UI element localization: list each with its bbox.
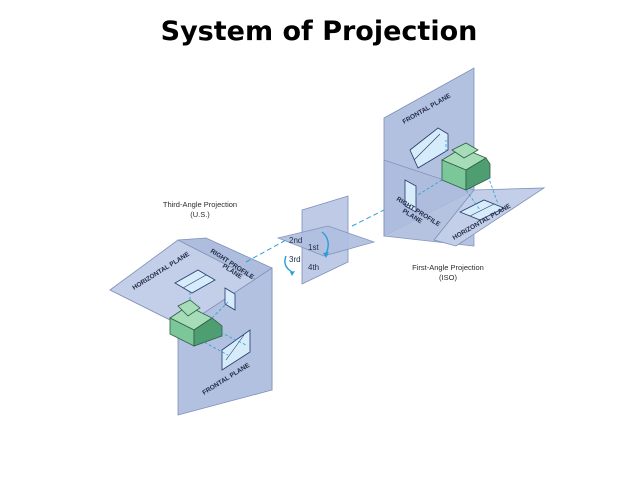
quadrant-left-arrow — [284, 255, 293, 273]
quadrant-2nd-label: 2nd — [289, 236, 302, 245]
first-angle-front-view — [409, 127, 449, 169]
third-angle-projectors — [189, 290, 247, 356]
first-angle-subheading: (ISO) — [439, 273, 457, 282]
third-angle-heading: Third-Angle Projection — [163, 200, 237, 209]
slide-title: System of Projection — [160, 16, 478, 47]
first-angle-object — [441, 142, 491, 191]
first-angle-horizontal-plane — [433, 187, 546, 247]
third-angle-object — [169, 299, 223, 347]
quadrant-1st-label: 1st — [308, 243, 319, 252]
first-angle-heading: First-Angle Projection — [412, 263, 484, 272]
first-angle-group: FRONTAL PLANE RIGHT PROFILE PLANE HORIZO… — [383, 67, 546, 282]
quadrant-4th-label: 4th — [308, 263, 319, 272]
third-angle-side-view — [224, 287, 236, 311]
third-angle-front-view — [221, 329, 251, 371]
quadrant-group: 2nd 1st 3rd 4th — [245, 195, 385, 285]
quadrant-3rd-label: 3rd — [289, 255, 301, 264]
quadrant-horizontal-plane — [276, 225, 376, 257]
quadrant-left-arrowhead — [290, 271, 295, 276]
connector-lines — [245, 209, 385, 263]
first-angle-side-view — [404, 179, 417, 213]
first-angle-projectors — [415, 140, 499, 211]
third-angle-subheading: (U.S.) — [190, 210, 210, 219]
quadrant-right-arrowhead — [323, 252, 329, 258]
quadrant-right-arrow — [321, 231, 329, 255]
third-angle-group: Third-Angle Projection (U.S.) H — [109, 200, 273, 416]
third-angle-frontal-plane — [177, 267, 273, 416]
